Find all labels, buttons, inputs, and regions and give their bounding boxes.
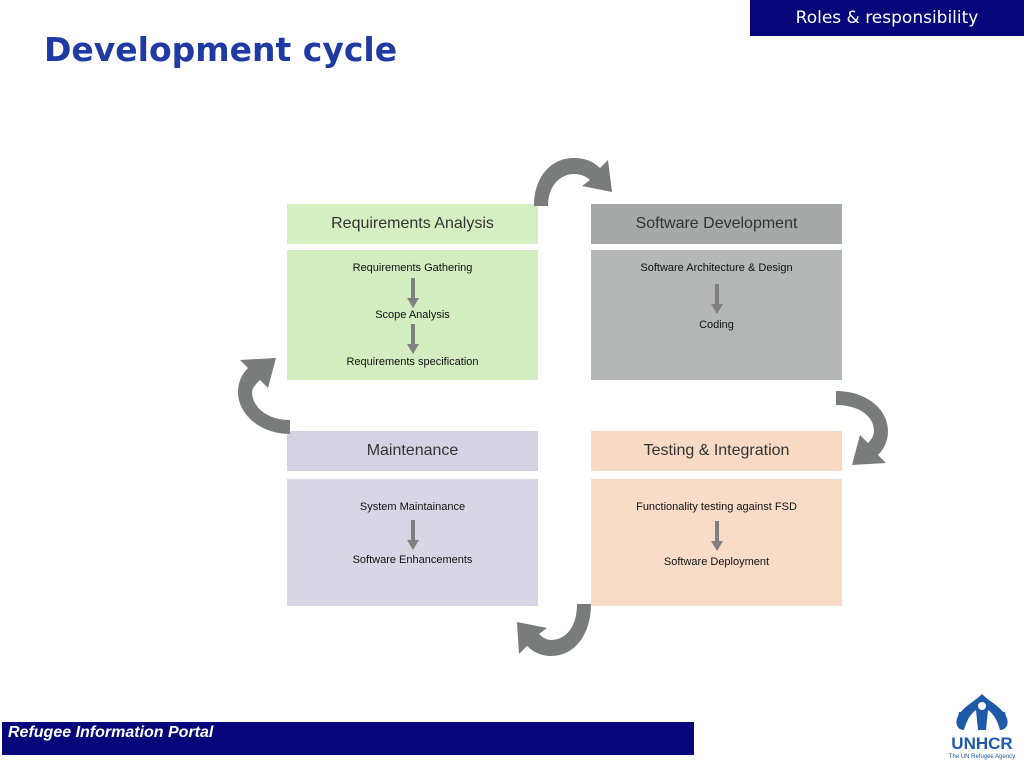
quadrant-requirements-title: Requirements Analysis [331, 215, 494, 232]
quadrant-maintenance-title: Maintenance [366, 442, 459, 459]
quadrant-testing-title: Testing & Integration [643, 442, 790, 459]
logo-wordmark: UNHCR [951, 734, 1013, 753]
cycle-arrow-bottom-icon [517, 604, 591, 656]
maintenance-step-1: System Maintainance [359, 501, 466, 513]
footer-bar: Refugee Information Portal [2, 722, 694, 755]
cycle-arrow-top-icon [534, 158, 612, 206]
development-step-1: Software Architecture & Design [640, 262, 793, 274]
down-arrow-icon [406, 520, 419, 550]
quadrant-requirements-body: Requirements Gathering Scope Analysis Re… [287, 250, 538, 380]
requirements-step-2: Scope Analysis [375, 309, 450, 321]
quadrant-testing-header: Testing & Integration [591, 431, 842, 471]
unhcr-emblem-icon [956, 694, 1008, 730]
cycle-arrow-left-icon [238, 358, 290, 434]
quadrant-development-title: Software Development [635, 215, 798, 232]
unhcr-logo: UNHCR The UN Refugee Agency [944, 692, 1020, 764]
down-arrow-icon [710, 521, 723, 551]
requirements-step-3: Requirements specification [346, 356, 479, 368]
section-tag: Roles & responsibility [750, 0, 1024, 36]
quadrant-development-body: Software Architecture & Design Coding [591, 250, 842, 380]
page-title: Development cycle [44, 30, 398, 69]
quadrant-maintenance-body: System Maintainance Software Enhancement… [287, 479, 538, 606]
cycle-arrow-right-icon [836, 391, 888, 465]
down-arrow-icon [406, 324, 419, 354]
quadrant-requirements-header: Requirements Analysis [287, 204, 538, 244]
logo-subtitle: The UN Refugee Agency [948, 754, 1016, 760]
quadrant-maintenance-header: Maintenance [287, 431, 538, 471]
maintenance-step-2: Software Enhancements [352, 554, 473, 566]
quadrant-testing-body: Functionality testing against FSD Softwa… [591, 479, 842, 606]
down-arrow-icon [710, 284, 723, 314]
development-step-2: Coding [699, 319, 734, 331]
testing-step-1: Functionality testing against FSD [636, 501, 797, 513]
footer-label: Refugee Information Portal [8, 724, 214, 741]
testing-step-2: Software Deployment [663, 556, 770, 568]
requirements-step-1: Requirements Gathering [352, 262, 473, 274]
quadrant-development-header: Software Development [591, 204, 842, 244]
down-arrow-icon [406, 278, 419, 308]
